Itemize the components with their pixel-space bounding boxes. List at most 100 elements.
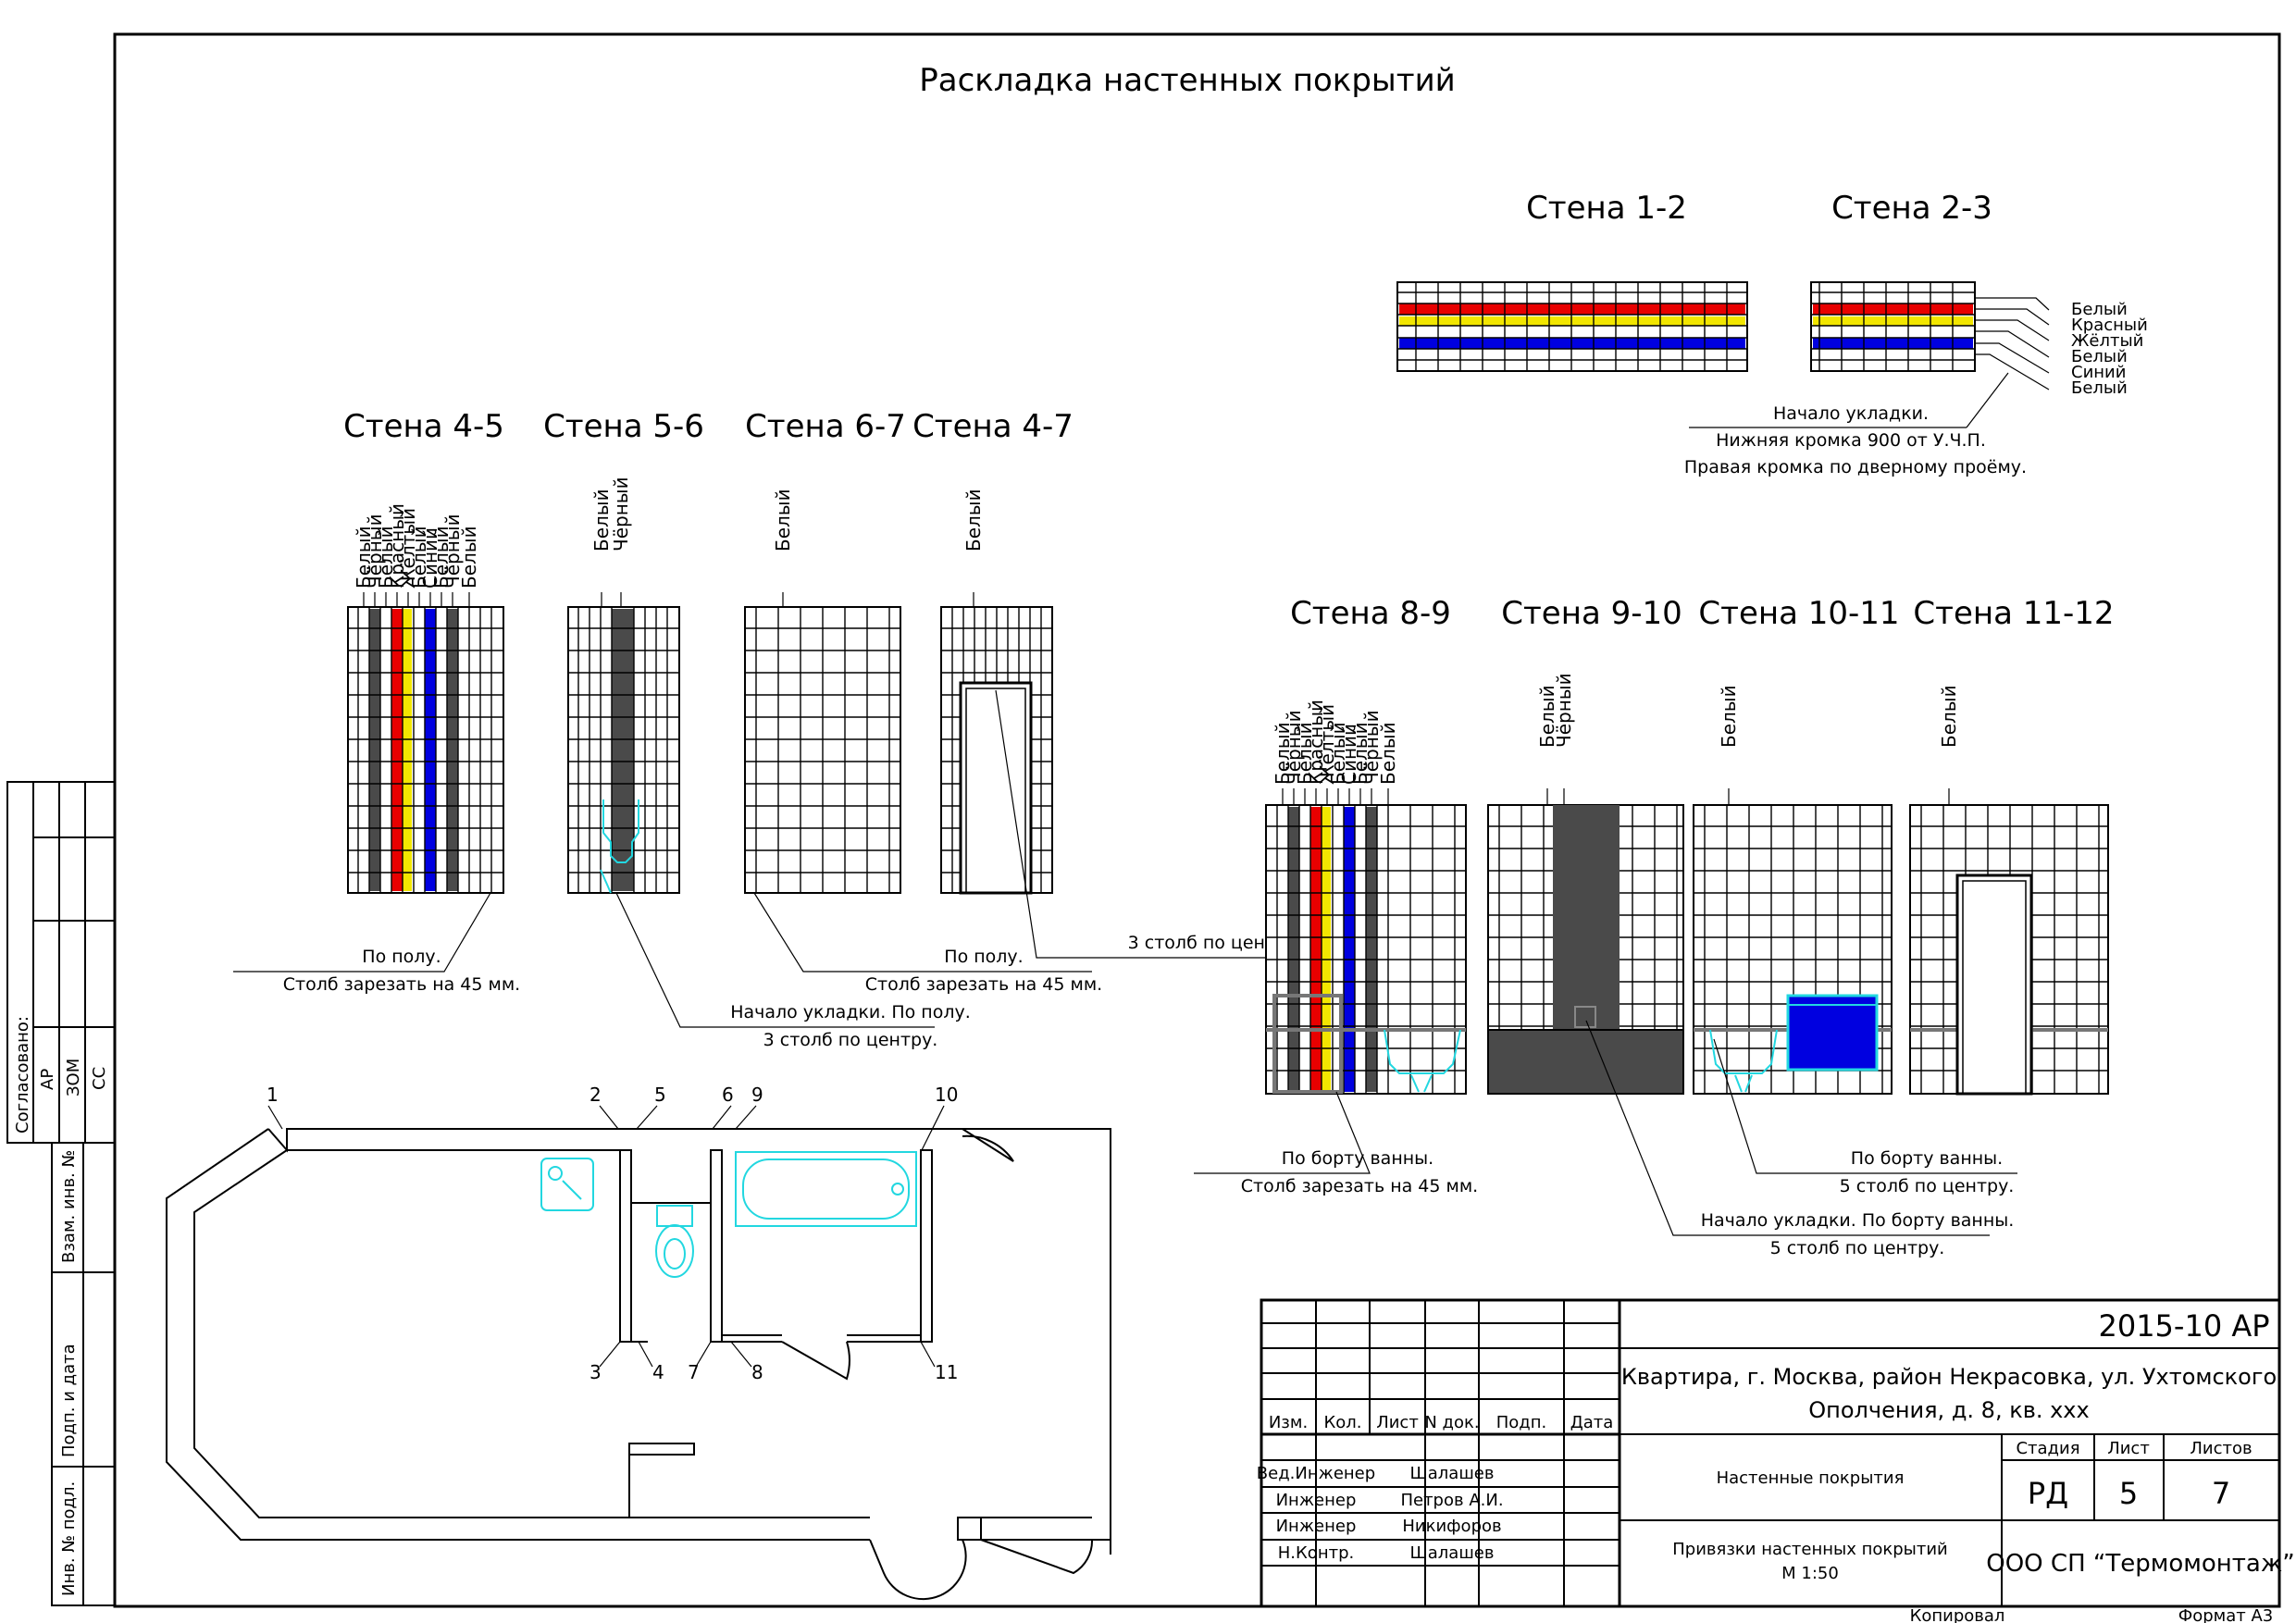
stamp-ss: СС	[90, 1067, 109, 1090]
wall-2-3-note-2: Нижняя кромка 900 от У.Ч.П.	[1716, 430, 1986, 451]
plan-num-8: 8	[751, 1361, 763, 1383]
plan-num-9: 9	[751, 1084, 763, 1106]
stage-header: Стадия	[2016, 1439, 2079, 1458]
doc-code: 2015-10 АР	[2098, 1308, 2269, 1344]
wall-10-11-label-1: Белый	[1718, 685, 1740, 748]
wall-2-3-note-3: Правая кромка по дверному проёму.	[1684, 457, 2027, 477]
wall-4-7-note-leader	[995, 689, 1286, 959]
wall-4-5-label-10: Белый	[458, 526, 480, 588]
wall-2-3-label-5: Синий	[2071, 363, 2126, 382]
wall-6-7-note-1: По полу.	[944, 947, 1023, 967]
wall-1-2-tiles	[1396, 281, 1748, 372]
plan-num-6: 6	[722, 1084, 734, 1106]
wall-6-7-label-1: Белый	[772, 489, 794, 551]
wall-11-12-door-opening	[1955, 873, 2033, 1096]
wall-8-9-blue-col	[1344, 807, 1355, 1092]
stamp-inv-podl: Инв. № подл.	[59, 1481, 79, 1596]
wall-5-6-note-leader	[615, 892, 935, 1028]
wall-8-9-box-outline	[1272, 994, 1343, 1094]
sheets-header: Листов	[2190, 1439, 2252, 1458]
wall-6-7-note-leader	[753, 892, 1092, 973]
company-name: ООО СП “Термомонтаж”	[1986, 1550, 2295, 1578]
wall-4-5-note-leader	[233, 892, 491, 973]
wall-9-10-black-column	[1553, 805, 1620, 1032]
wall-4-5-blue-col	[425, 609, 436, 891]
sheet-format: Формат А3	[2178, 1606, 2274, 1623]
stamp-podp-data: Подп. и дата	[59, 1344, 79, 1457]
name-3: Никифоров	[1402, 1517, 1501, 1536]
wall-2-3-label-2: Красный	[2071, 316, 2148, 335]
wall-title-4-7: Стена 4-7	[912, 408, 1074, 445]
wall-5-6-black-col	[612, 609, 634, 891]
plan-num-2: 2	[590, 1084, 602, 1106]
wall-2-3-label-3: Жёлтый	[2071, 331, 2143, 351]
wall-8-9-note-2: Столб зарезать на 45 мм.	[1241, 1176, 1478, 1196]
wall-5-6-note-2: 3 столб по центру.	[763, 1030, 938, 1050]
wall-6-7-tiles	[744, 592, 901, 894]
stamp-agreed: Согласовано:	[13, 1016, 32, 1134]
wall-4-5-label-6: Белый	[408, 526, 430, 588]
wall-4-5-black-col-2	[447, 609, 458, 891]
wall-5-6-tiles	[567, 592, 680, 894]
wall-2-3-tiles	[1810, 281, 2050, 390]
wall-4-5-label-9: Чёрный	[441, 514, 464, 588]
stamp-zom: ЗОМ	[64, 1059, 83, 1096]
wall-4-5-note-2: Столб зарезать на 45 мм.	[283, 974, 520, 995]
plan-num-11: 11	[935, 1361, 958, 1383]
wall-10-11-tiles	[1693, 788, 1893, 1095]
wall-9-10-tiles	[1487, 788, 1684, 1095]
wall-10-11-window	[1786, 994, 1879, 1072]
col-data: Дата	[1570, 1413, 1614, 1432]
plan-outer-wall	[166, 1128, 870, 1541]
wall-title-8-9: Стена 8-9	[1290, 595, 1451, 632]
wall-4-5-label-3: Белый	[375, 526, 397, 588]
wall-4-7-label-1: Белый	[962, 489, 985, 551]
wall-5-6-toilet-outline	[602, 799, 639, 863]
wall-1-2-yellow-row	[1399, 316, 1745, 326]
wall-8-9-yellow-col	[1322, 807, 1331, 1092]
plan-num-10: 10	[935, 1084, 958, 1106]
wall-5-6-label-1: Белый	[590, 489, 613, 551]
wall-4-5-label-2: Чёрный	[364, 514, 386, 588]
wall-8-9-label-9: Чёрный	[1360, 710, 1383, 785]
plan-number-leaders	[267, 1105, 945, 1368]
toilet-icon	[656, 1205, 693, 1227]
wall-4-5-yellow-col	[403, 609, 412, 891]
sheets-value: 7	[2212, 1476, 2230, 1511]
sheet-value: 5	[2119, 1476, 2138, 1511]
title-block	[1260, 1298, 2281, 1608]
wall-4-5-label-8: Белый	[430, 526, 453, 588]
plan-num-3: 3	[590, 1361, 602, 1383]
wall-8-9-label-8: Белый	[1349, 722, 1371, 785]
wall-4-7-door-opening	[959, 681, 1033, 895]
sheet-title: Настенные покрытия	[1717, 1468, 1905, 1488]
wall-2-3-label-4: Белый	[2071, 347, 2128, 366]
wall-1-2-red-row	[1399, 304, 1745, 315]
wall-8-9-label-3: Белый	[1294, 722, 1316, 785]
wall-title-11-12: Стена 11-12	[1913, 595, 2114, 632]
wall-8-9-label-10: Белый	[1377, 722, 1399, 785]
drawing-name: Привязки настенных покрытий	[1672, 1540, 1948, 1559]
stamp-inv-vzam: Взам. инв. №	[59, 1150, 79, 1263]
wall-8-9-black-col-2	[1366, 807, 1377, 1092]
role-1: Вед.Инженер	[1257, 1464, 1375, 1483]
wall-8-9-label-1: Белый	[1272, 722, 1294, 785]
floor-plan	[166, 1128, 1111, 1601]
wall-10-11-note-leader	[1713, 1038, 2017, 1174]
wall-title-9-10: Стена 9-10	[1501, 595, 1682, 632]
wall-8-9-note-leader	[1194, 1091, 1371, 1174]
wall-9-10-note-1: Начало укладки. По борту ванны.	[1701, 1210, 2015, 1231]
wall-4-5-label-5: Жёлтый	[397, 508, 419, 588]
wall-title-4-5: Стена 4-5	[343, 408, 504, 445]
wall-8-9-red-col	[1310, 807, 1322, 1092]
name-4: Шалашев	[1410, 1543, 1495, 1563]
wall-8-9-black-col-1	[1288, 807, 1299, 1092]
wall-4-5-tiles	[347, 592, 504, 894]
wall-9-10-label-2: Чёрный	[1553, 673, 1575, 748]
wall-4-5-label-4: Красный	[386, 503, 408, 588]
wall-2-3-note-1: Начало укладки.	[1773, 403, 1929, 424]
name-2: Петров А.И.	[1400, 1491, 1503, 1510]
wall-title-6-7: Стена 6-7	[745, 408, 906, 445]
wall-11-12-label-1: Белый	[1938, 685, 1960, 748]
copied-by: Копировал	[1910, 1606, 2005, 1623]
